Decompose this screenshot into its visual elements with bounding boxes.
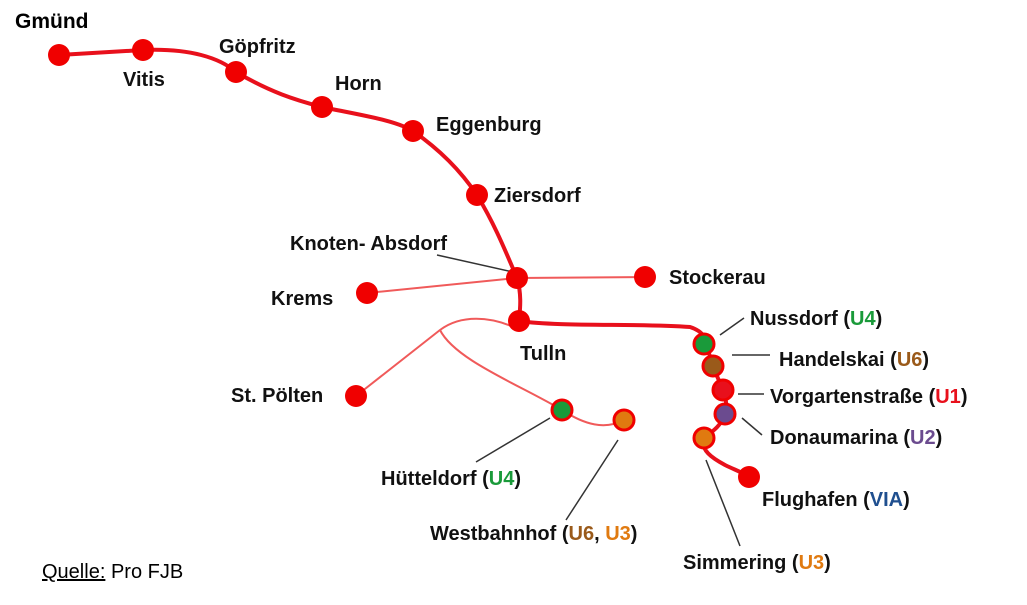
source-note: Quelle: Pro FJB	[42, 561, 183, 583]
line-tag-u4: U4	[489, 468, 515, 490]
station-name-westbahnhof: Westbahnhof	[430, 523, 557, 545]
station-name-vorgarten: Vorgartenstraße	[770, 386, 923, 408]
label-donaumarina: Donaumarina (U2)	[770, 427, 942, 449]
station-gmuend[interactable]	[48, 44, 70, 66]
station-vitis[interactable]	[132, 39, 154, 61]
paren-open: (	[923, 386, 936, 408]
station-name-donaumarina: Donaumarina	[770, 427, 899, 449]
line-tag-u1: U1	[935, 386, 961, 408]
station-name-simmering: Simmering	[683, 552, 786, 574]
line-tag-u4: U4	[850, 308, 876, 330]
stations	[48, 39, 760, 488]
label-handelskai: Handelskai (U6)	[779, 349, 929, 371]
station-flughafen[interactable]	[738, 466, 760, 488]
label-simmering: Simmering (U3)	[683, 552, 831, 574]
line-tag-u3: U3	[799, 552, 825, 574]
label-tulln: Tulln	[520, 343, 566, 365]
line-tag-u3: U3	[605, 523, 631, 545]
paren-open: (	[885, 349, 898, 371]
paren-close: )	[876, 308, 883, 330]
paren-close: )	[631, 523, 638, 545]
line-tag-u6: U6	[569, 523, 595, 545]
station-simmering[interactable]	[692, 426, 716, 450]
label-goepfritz: Göpfritz	[219, 36, 296, 58]
station-stockerau[interactable]	[634, 266, 656, 288]
label-krems: Krems	[271, 288, 333, 310]
label-stockerau: Stockerau	[669, 267, 766, 289]
leader-nussdorf	[719, 317, 745, 336]
station-tulln[interactable]	[508, 310, 530, 332]
paren-open: (	[898, 427, 911, 449]
leader-simmering	[705, 459, 741, 547]
secondary-lines	[355, 276, 646, 427]
station-westbahnhof[interactable]	[612, 408, 636, 432]
paren-close: )	[922, 349, 929, 371]
label-knoten-absdorf: Knoten- Absdorf	[290, 233, 447, 255]
leader-huetteldorf	[475, 417, 551, 463]
station-name-flughafen: Flughafen	[762, 489, 858, 511]
station-horn[interactable]	[311, 96, 333, 118]
leader-donaumarina	[741, 417, 763, 436]
paren-close: )	[961, 386, 968, 408]
station-name-huetteldorf: Hütteldorf	[381, 468, 477, 490]
station-krems[interactable]	[356, 282, 378, 304]
paren-close: )	[936, 427, 943, 449]
label-stpoelten: St. Pölten	[231, 385, 323, 407]
label-huetteldorf: Hütteldorf (U4)	[381, 468, 521, 490]
station-handelskai[interactable]	[701, 354, 725, 378]
line-krems-stockerau	[366, 276, 646, 294]
map-title: Gmünd	[15, 10, 89, 33]
line-tag-via: VIA	[870, 489, 903, 511]
station-stpoelten[interactable]	[345, 385, 367, 407]
separator: ,	[594, 523, 605, 545]
line-tag-u2: U2	[910, 427, 936, 449]
paren-close: )	[514, 468, 521, 490]
line-tag-u6: U6	[897, 349, 923, 371]
label-horn: Horn	[335, 73, 382, 95]
paren-open: (	[477, 468, 490, 490]
leader-westbahnhof	[565, 439, 619, 521]
line-tulln-stpoelten	[355, 317, 521, 397]
label-flughafen: Flughafen (VIA)	[762, 489, 910, 511]
paren-open: (	[556, 523, 569, 545]
main-line	[57, 47, 751, 479]
label-eggenburg: Eggenburg	[436, 114, 542, 136]
station-eggenburg[interactable]	[402, 120, 424, 142]
leader-lines	[436, 254, 770, 547]
paren-open: (	[838, 308, 851, 330]
line-westbahn	[439, 329, 625, 427]
station-knoten-absdorf[interactable]	[506, 267, 528, 289]
label-ziersdorf: Ziersdorf	[494, 185, 581, 207]
station-huetteldorf[interactable]	[550, 398, 574, 422]
label-nussdorf: Nussdorf (U4)	[750, 308, 882, 330]
label-vitis: Vitis	[123, 69, 165, 91]
paren-close: )	[824, 552, 831, 574]
station-goepfritz[interactable]	[225, 61, 247, 83]
paren-close: )	[903, 489, 910, 511]
label-westbahnhof: Westbahnhof (U6, U3)	[430, 523, 637, 545]
station-name-nussdorf: Nussdorf	[750, 308, 838, 330]
source-label: Quelle:	[42, 561, 105, 583]
paren-open: (	[858, 489, 871, 511]
station-name-handelskai: Handelskai	[779, 349, 885, 371]
station-nussdorf[interactable]	[692, 332, 716, 356]
leader-knoten	[436, 254, 514, 273]
station-donaumarina[interactable]	[713, 402, 737, 426]
station-ziersdorf[interactable]	[466, 184, 488, 206]
label-vorgartenstrasse: Vorgartenstraße (U1)	[770, 386, 967, 408]
source-value-text: Pro FJB	[111, 561, 183, 583]
station-vorgartenstrasse[interactable]	[711, 378, 735, 402]
paren-open: (	[786, 552, 799, 574]
